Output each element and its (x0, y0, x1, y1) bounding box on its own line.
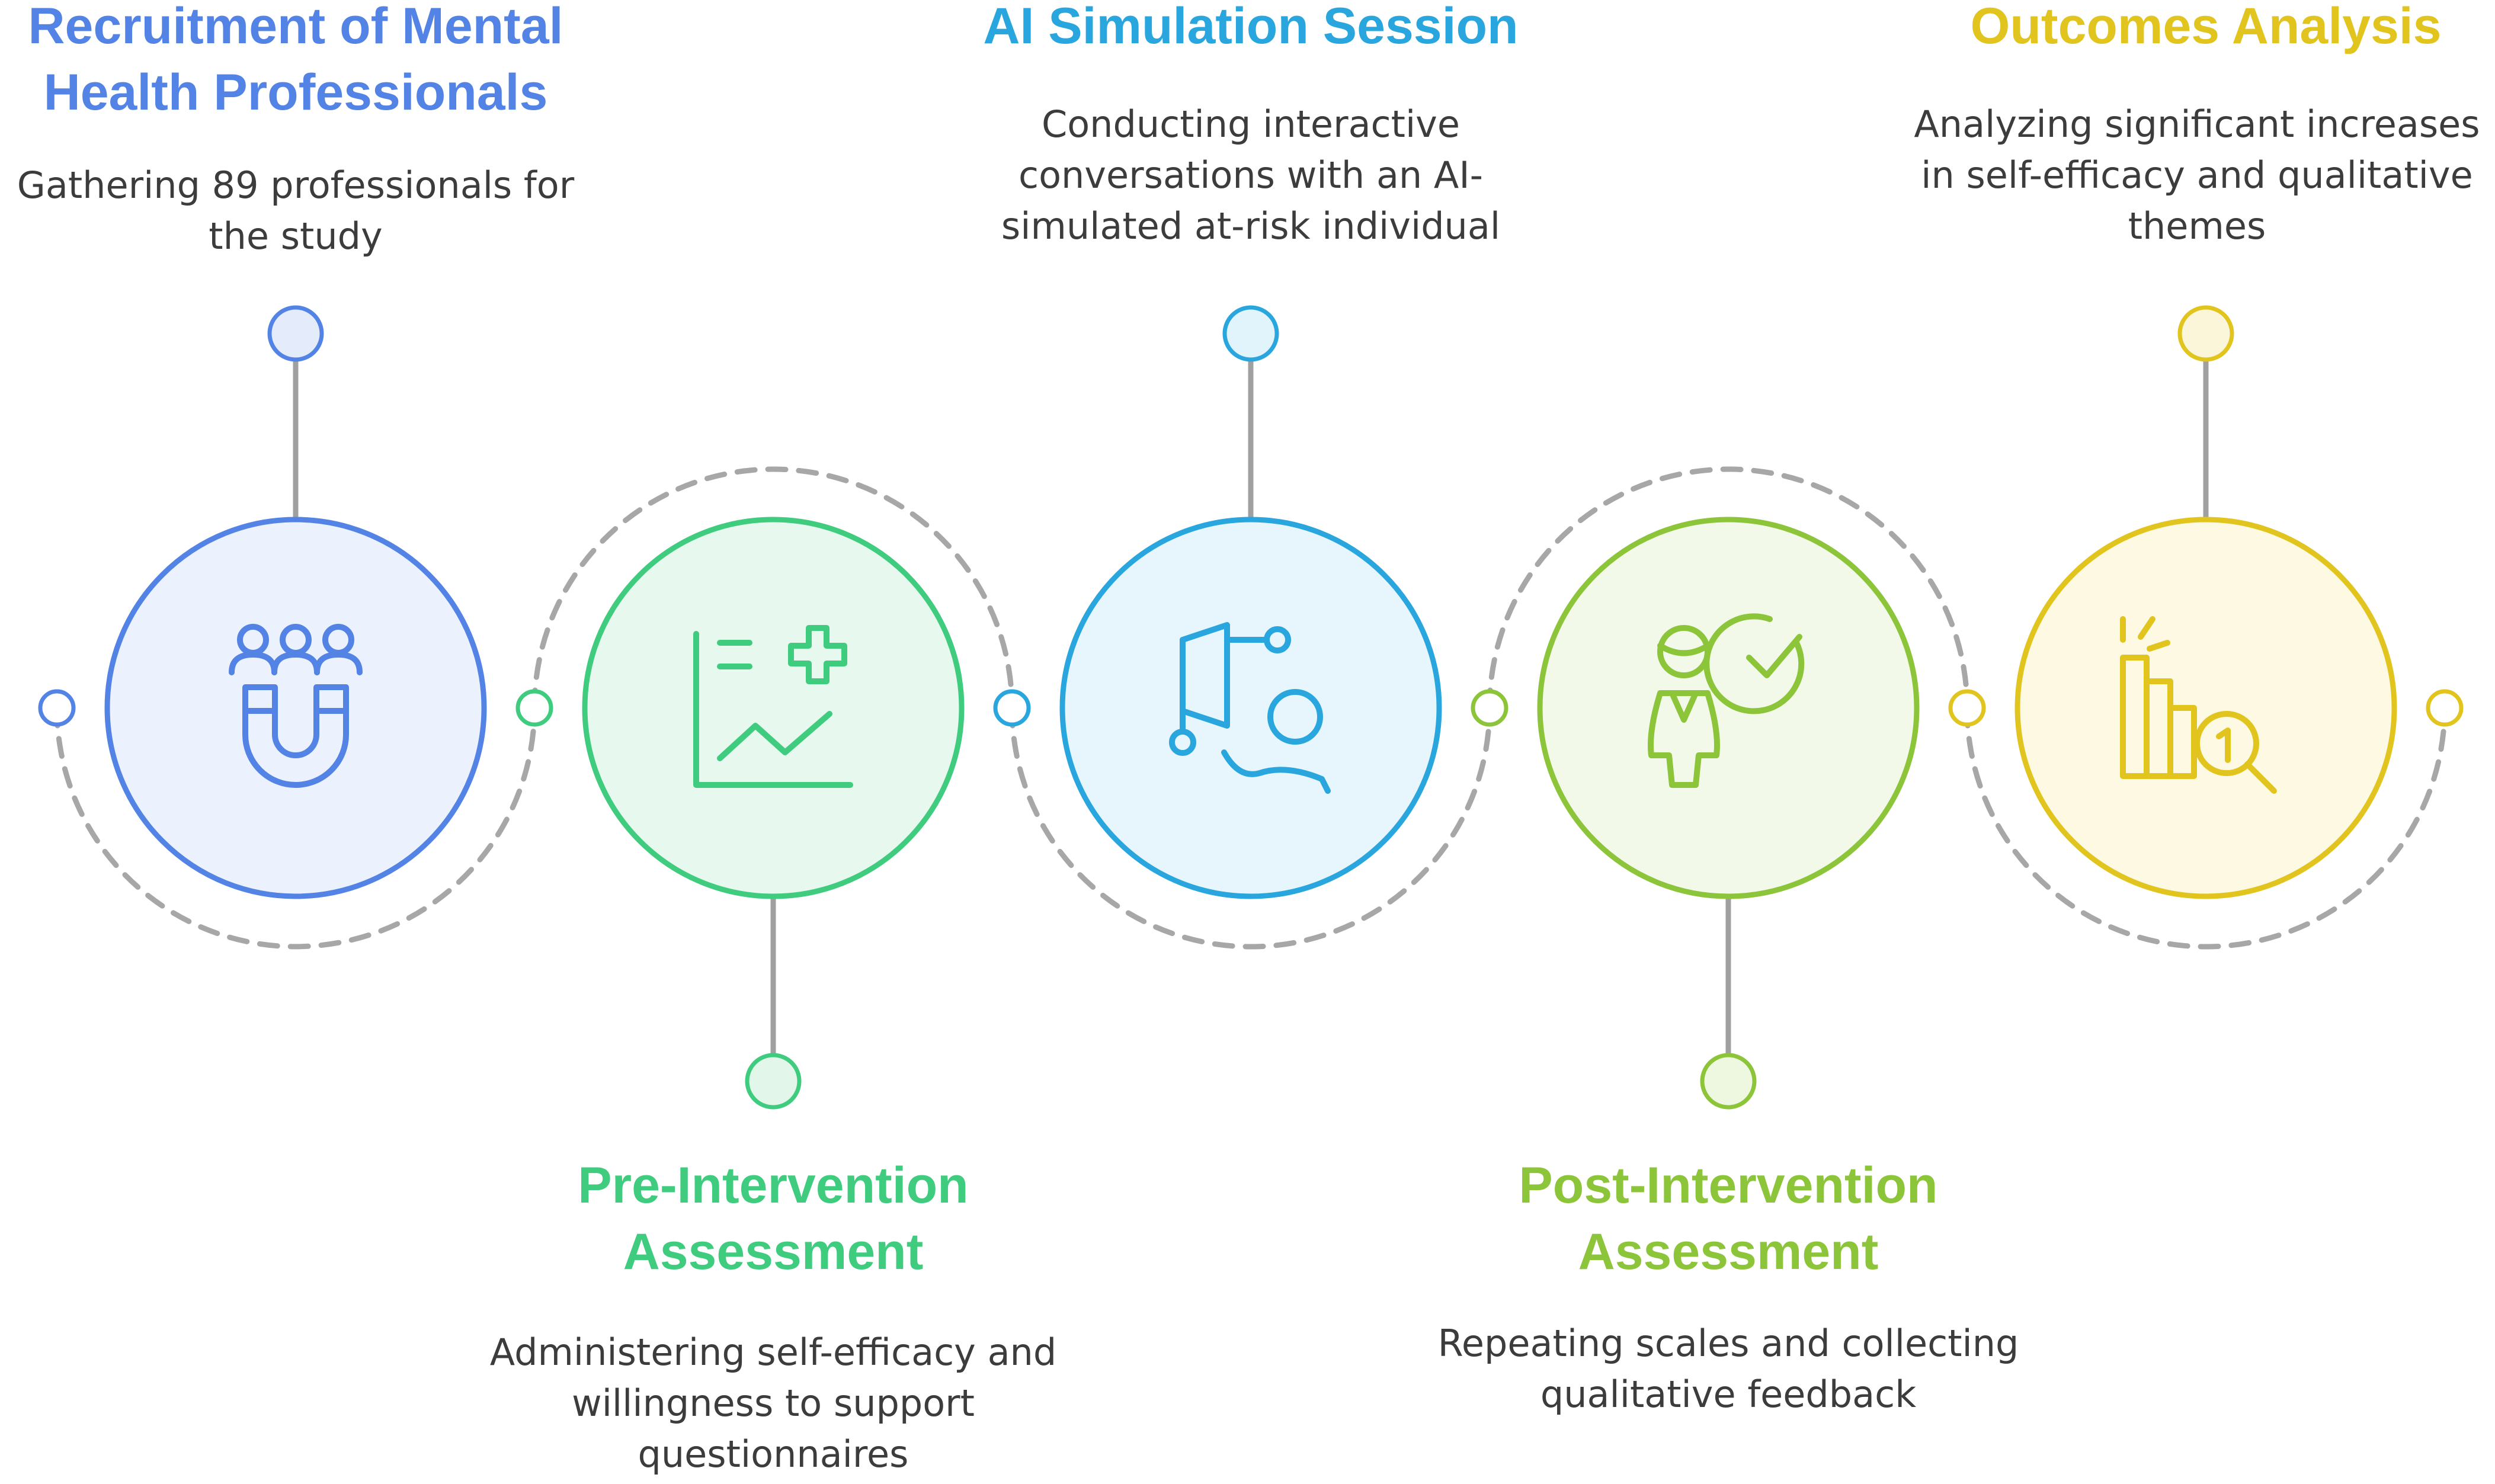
dashed-arc-5 (1964, 705, 2448, 950)
step-circle-pre-intervention (582, 517, 965, 899)
chain-dot-3 (993, 689, 1031, 727)
people-magnet-icon (229, 624, 363, 788)
leader-dot-3 (1222, 305, 1279, 362)
dashed-arc-1 (54, 705, 537, 950)
chain-dot-5 (1948, 689, 1986, 727)
chain-dot-4 (1471, 689, 1508, 727)
chain-dot-2 (515, 689, 553, 727)
step-title-ai-simulation: AI Simulation Session (983, 0, 1519, 55)
step-description-recruitment: Gathering 89 professionals for the study (17, 164, 575, 258)
step-title-recruitment: Recruitment of Mental Health Professiona… (28, 0, 563, 121)
dashed-arc-2 (531, 466, 1015, 711)
step-circle-post-intervention (1537, 517, 1920, 899)
ai-network-person-icon (1169, 622, 1331, 794)
person-checkmark-icon (1648, 613, 1805, 788)
step-title-post-intervention: Post-Intervention Assessment (1519, 1157, 1938, 1280)
chain-dots (38, 689, 2464, 727)
step-description-outcomes: Analyzing significant increases in self-… (1914, 102, 2480, 248)
leader-dot-5 (2177, 305, 2234, 362)
chain-dot-6 (2426, 689, 2464, 727)
leader-dots (267, 305, 2234, 1110)
dashed-arc-3 (1009, 705, 1492, 950)
step-description-post-intervention: Repeating scales and collecting qualitat… (1437, 1322, 2019, 1416)
step-title-outcomes: Outcomes Analysis (1970, 0, 2442, 55)
leader-dot-2 (745, 1053, 802, 1110)
step-description-pre-intervention: Administering self-efficacy and willingn… (489, 1331, 1057, 1476)
step-circles (104, 517, 2397, 899)
leader-lines (293, 360, 2209, 1054)
chart-medical-cross-icon (693, 625, 853, 788)
step-title-pre-intervention: Pre-Intervention Assessment (578, 1157, 969, 1280)
leader-dot-4 (1700, 1053, 1757, 1110)
dashed-connector-arcs (54, 466, 2448, 950)
step-circle-outcomes (2014, 517, 2397, 899)
step-description-ai-simulation: Conducting interactive conversations wit… (1001, 102, 1501, 248)
leader-dot-1 (267, 305, 324, 362)
dashed-arc-4 (1487, 466, 1970, 711)
step-circle-ai-simulation (1059, 517, 1442, 899)
step-circle-recruitment (104, 517, 487, 899)
bar-chart-magnifier-icon (2120, 616, 2277, 794)
chain-dot-1 (38, 689, 76, 727)
